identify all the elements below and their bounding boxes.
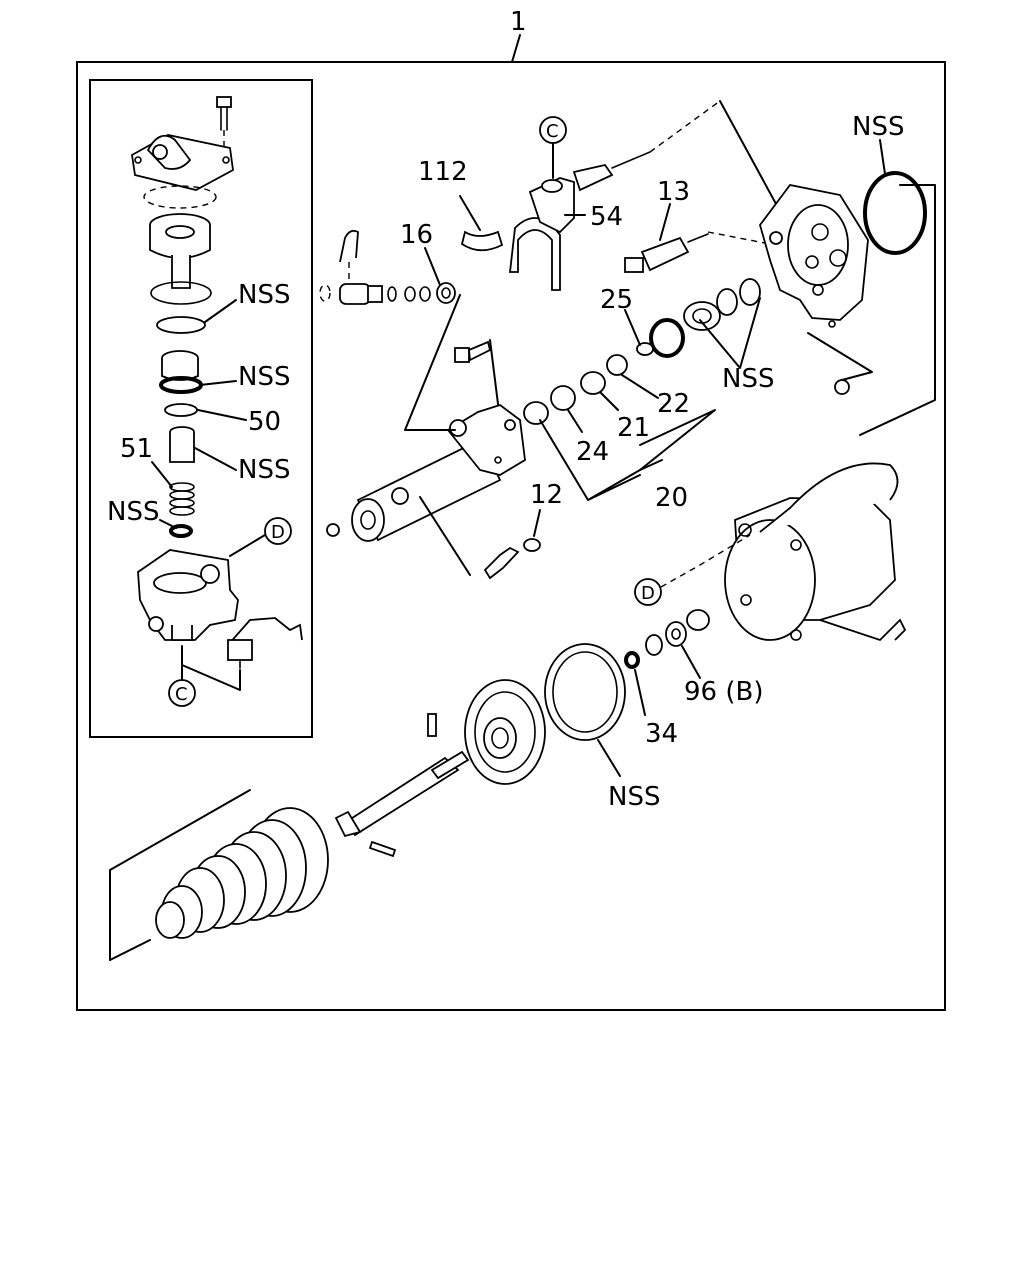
banjo-fitting xyxy=(319,282,456,305)
callout-nss-housing: NSS xyxy=(852,112,904,142)
inset-top-cover xyxy=(131,134,234,191)
housing-nut xyxy=(834,379,850,395)
bleeder-screw xyxy=(419,496,520,580)
inset-frame xyxy=(89,79,313,738)
callout-112: 112 xyxy=(418,157,468,187)
assembly-frame xyxy=(76,61,946,1011)
push-rod xyxy=(334,713,470,858)
svg-text:D: D xyxy=(271,522,285,543)
inset-cover-bolt xyxy=(216,96,232,160)
inset-seal-holder xyxy=(161,350,199,381)
slave-cylinder xyxy=(351,404,526,542)
callout-21: 21 xyxy=(617,413,650,443)
bleeder-cap xyxy=(523,538,541,552)
inset-spring xyxy=(169,482,195,516)
shift-fork xyxy=(508,151,651,291)
inset-callout-50: 50 xyxy=(248,407,281,437)
booster-body xyxy=(724,462,899,641)
pipe-elbow xyxy=(339,229,359,290)
callout-12: 12 xyxy=(530,480,563,510)
callout-20: 20 xyxy=(655,483,688,513)
booster-bolt xyxy=(819,618,907,642)
inset-switch xyxy=(227,617,303,669)
washer xyxy=(645,634,663,656)
o-ring-34 xyxy=(624,651,640,669)
inset-piston xyxy=(149,213,211,289)
front-housing xyxy=(759,184,869,328)
inset-callout-nss-2: NSS xyxy=(238,362,290,392)
callout-nss-ring: NSS xyxy=(608,782,660,812)
inset-marker-d xyxy=(264,517,292,545)
dust-boot xyxy=(155,807,329,939)
large-seal-ring xyxy=(544,643,626,741)
cylinder-bolt xyxy=(454,339,501,421)
callout-nss-seals: NSS xyxy=(722,364,774,394)
bearing xyxy=(683,301,721,331)
washer-96 xyxy=(665,621,687,647)
callout-54: 54 xyxy=(590,202,623,232)
marker-d-main xyxy=(634,578,662,606)
inset-callout-51: 51 xyxy=(120,434,153,464)
diaphragm-plate xyxy=(464,679,546,785)
inset-spring-seat xyxy=(169,426,195,463)
callout-22: 22 xyxy=(657,389,690,419)
nut-96 xyxy=(686,609,710,631)
callout-25: 25 xyxy=(600,285,633,315)
o-ring-22 xyxy=(649,318,685,358)
housing-o-ring xyxy=(863,171,927,255)
callout-13: 13 xyxy=(657,177,690,207)
svg-text:C: C xyxy=(546,121,559,142)
callout-16: 16 xyxy=(400,220,433,250)
assembly-number-label: 1 xyxy=(510,7,527,37)
inset-callout-nss-4: NSS xyxy=(107,497,159,527)
callout-96b: 96 (B) xyxy=(684,677,763,707)
sensor xyxy=(624,231,771,273)
inset-housing xyxy=(137,549,239,641)
inset-callout-nss-1: NSS xyxy=(238,280,290,310)
clip xyxy=(460,230,504,252)
svg-text:C: C xyxy=(175,684,188,705)
callout-34: 34 xyxy=(645,719,678,749)
inset-callout-nss-3: NSS xyxy=(238,455,290,485)
callout-24: 24 xyxy=(576,437,609,467)
svg-text:D: D xyxy=(641,583,655,604)
